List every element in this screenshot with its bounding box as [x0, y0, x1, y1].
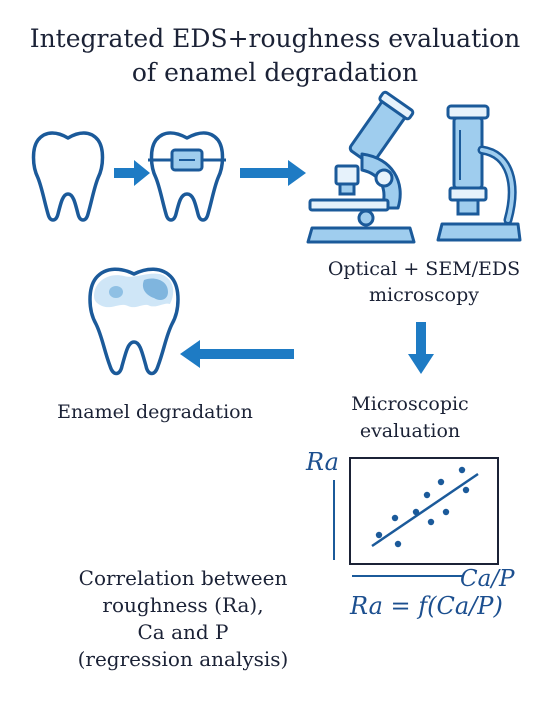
data-point — [412, 508, 420, 516]
data-point — [442, 508, 450, 516]
degradation-label: Enamel degradation — [57, 401, 253, 423]
arrow-right-icon — [114, 160, 150, 186]
data-point — [437, 478, 445, 486]
data-point — [462, 486, 470, 494]
regression-plot — [333, 457, 499, 577]
data-point — [423, 491, 431, 499]
healthy-tooth-icon — [31, 131, 105, 222]
correlation-line-3: Ca and P — [137, 620, 229, 644]
degraded-tooth-icon — [88, 267, 180, 376]
arrow-right-icon — [240, 160, 306, 186]
correlation-line-2: roughness (Ra), — [102, 593, 264, 617]
braces-tooth-icon — [148, 131, 226, 222]
optical-microscope-icon — [306, 90, 416, 244]
regression-line — [371, 472, 479, 548]
evaluation-label-line-1: Microscopic — [351, 393, 469, 415]
data-point — [394, 540, 402, 548]
regression-formula: Ra = f(Ca/P) — [350, 592, 503, 620]
correlation-line-4: (regression analysis) — [77, 647, 289, 671]
title-line-2: of enamel degradation — [131, 58, 419, 87]
data-point — [391, 514, 399, 522]
microscopy-label-line-2: microscopy — [369, 284, 479, 306]
title-line-1: Integrated EDS+roughness evaluation — [29, 24, 521, 53]
arrow-down-icon — [408, 322, 434, 374]
plot-x-label: Ca/P — [460, 566, 515, 592]
data-point — [458, 466, 466, 474]
sem-microscope-icon — [436, 104, 522, 242]
arrow-left-icon — [180, 340, 294, 368]
plot-y-label: Ra — [306, 448, 339, 476]
data-point — [375, 531, 383, 539]
correlation-line-1: Correlation between — [78, 566, 288, 590]
microscopy-label-line-1: Optical + SEM/EDS — [327, 258, 521, 280]
evaluation-label-line-2: evaluation — [359, 420, 461, 442]
data-point — [427, 518, 435, 526]
